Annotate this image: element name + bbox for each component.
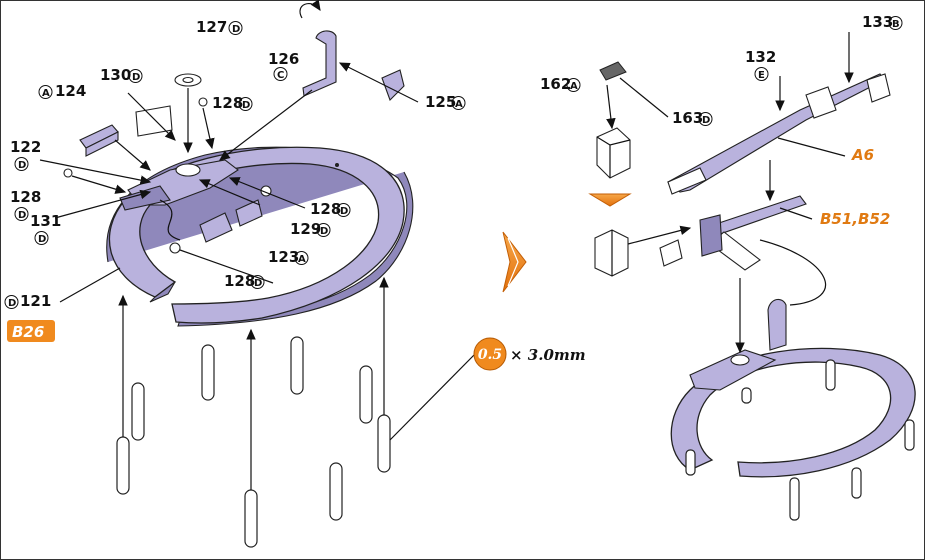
letter-circle: [316, 223, 331, 237]
letter-circle: [128, 69, 143, 83]
dimension-value: 0.5: [478, 347, 502, 363]
part-123: [199, 212, 233, 243]
label-121: 121: [20, 292, 51, 310]
part-124: [79, 124, 119, 157]
arrow-right-icon: [502, 231, 527, 293]
label-162: 162: [540, 75, 571, 93]
dimension-unit: × 3.0mm: [510, 346, 586, 364]
label-125: 125: [425, 93, 456, 111]
letter-circle: [250, 275, 265, 289]
letter-circle: [698, 112, 713, 126]
label-128-a: 128: [212, 94, 243, 112]
flat-parts-right: [659, 73, 891, 267]
circled-letter: E: [758, 70, 765, 81]
tag-b26-text: B26: [12, 323, 44, 341]
label-131: 131: [30, 212, 61, 230]
part-126: [299, 0, 337, 97]
circled-letter: A: [42, 88, 50, 99]
letter-circle: [294, 251, 309, 265]
part-162-box: [596, 127, 631, 179]
tag-a6: A6: [851, 146, 874, 164]
label-130: 130: [100, 66, 131, 84]
label-124: 124: [55, 82, 86, 100]
circled-letter: D: [254, 278, 262, 289]
circled-letter: B: [892, 19, 900, 30]
letter-circle: [228, 21, 243, 35]
label-126: 126: [268, 50, 299, 68]
arrow-down-icon: [588, 193, 632, 207]
tag-b51-b52: B51,B52: [820, 210, 890, 228]
letter-circle: [14, 157, 29, 171]
leader-lines-left: [39, 62, 477, 441]
circled-letter: D: [18, 160, 26, 171]
circled-letter: D: [232, 24, 240, 35]
part-129: [235, 199, 263, 227]
label-163: 163: [672, 109, 703, 127]
circled-letter: D: [702, 115, 710, 126]
circled-letter: D: [18, 210, 26, 221]
leader-lines-right: [606, 32, 854, 354]
label-132: 132: [745, 48, 776, 66]
label-128-c: 128: [310, 200, 341, 218]
circled-letter: D: [340, 206, 348, 217]
label-133: 133: [862, 13, 893, 31]
circled-letter: A: [570, 81, 578, 92]
support-pins-left: [116, 336, 391, 548]
rifle: [667, 73, 885, 195]
circled-letter: C: [277, 70, 284, 81]
right-ring: [670, 298, 916, 521]
letter-circle: [273, 67, 288, 81]
circled-letter: A: [455, 99, 463, 110]
letter-circle: [238, 97, 253, 111]
letter-circle: [38, 85, 53, 99]
label-122: 122: [10, 138, 41, 156]
assembled-box: [594, 229, 629, 277]
letter-circle: [4, 295, 19, 309]
pin-arrows: [118, 276, 389, 490]
circled-letter: D: [8, 298, 16, 309]
circled-letter: D: [132, 72, 140, 83]
left-ring: [106, 146, 414, 327]
dimension-note: 0.5 × 3.0mm: [473, 337, 586, 371]
letter-circle: [336, 203, 351, 217]
letter-circle: [14, 207, 29, 221]
circled-letter: D: [242, 100, 250, 111]
label-128-d: 128: [224, 272, 255, 290]
letter-circle: [451, 96, 466, 110]
label-129: 129: [290, 220, 321, 238]
letter-circle: [34, 231, 49, 245]
letter-circle: [754, 67, 769, 81]
circled-letter: D: [38, 234, 46, 245]
part-163: [599, 61, 627, 81]
part-127: [174, 73, 202, 87]
circled-letter: A: [298, 254, 306, 265]
part-number-labels: 127 D 126 C 125 A A 124 130 D 128 D 122 …: [4, 13, 903, 310]
label-127: 127: [196, 18, 227, 36]
tag-b26: B26: [7, 320, 55, 342]
letter-circle: [888, 16, 903, 30]
letter-circle: [566, 78, 581, 92]
bracket-b51: [699, 195, 807, 271]
circled-letter: D: [320, 226, 328, 237]
part-125: [381, 69, 405, 101]
label-128-b: 128: [10, 188, 41, 206]
label-123: 123: [268, 248, 299, 266]
